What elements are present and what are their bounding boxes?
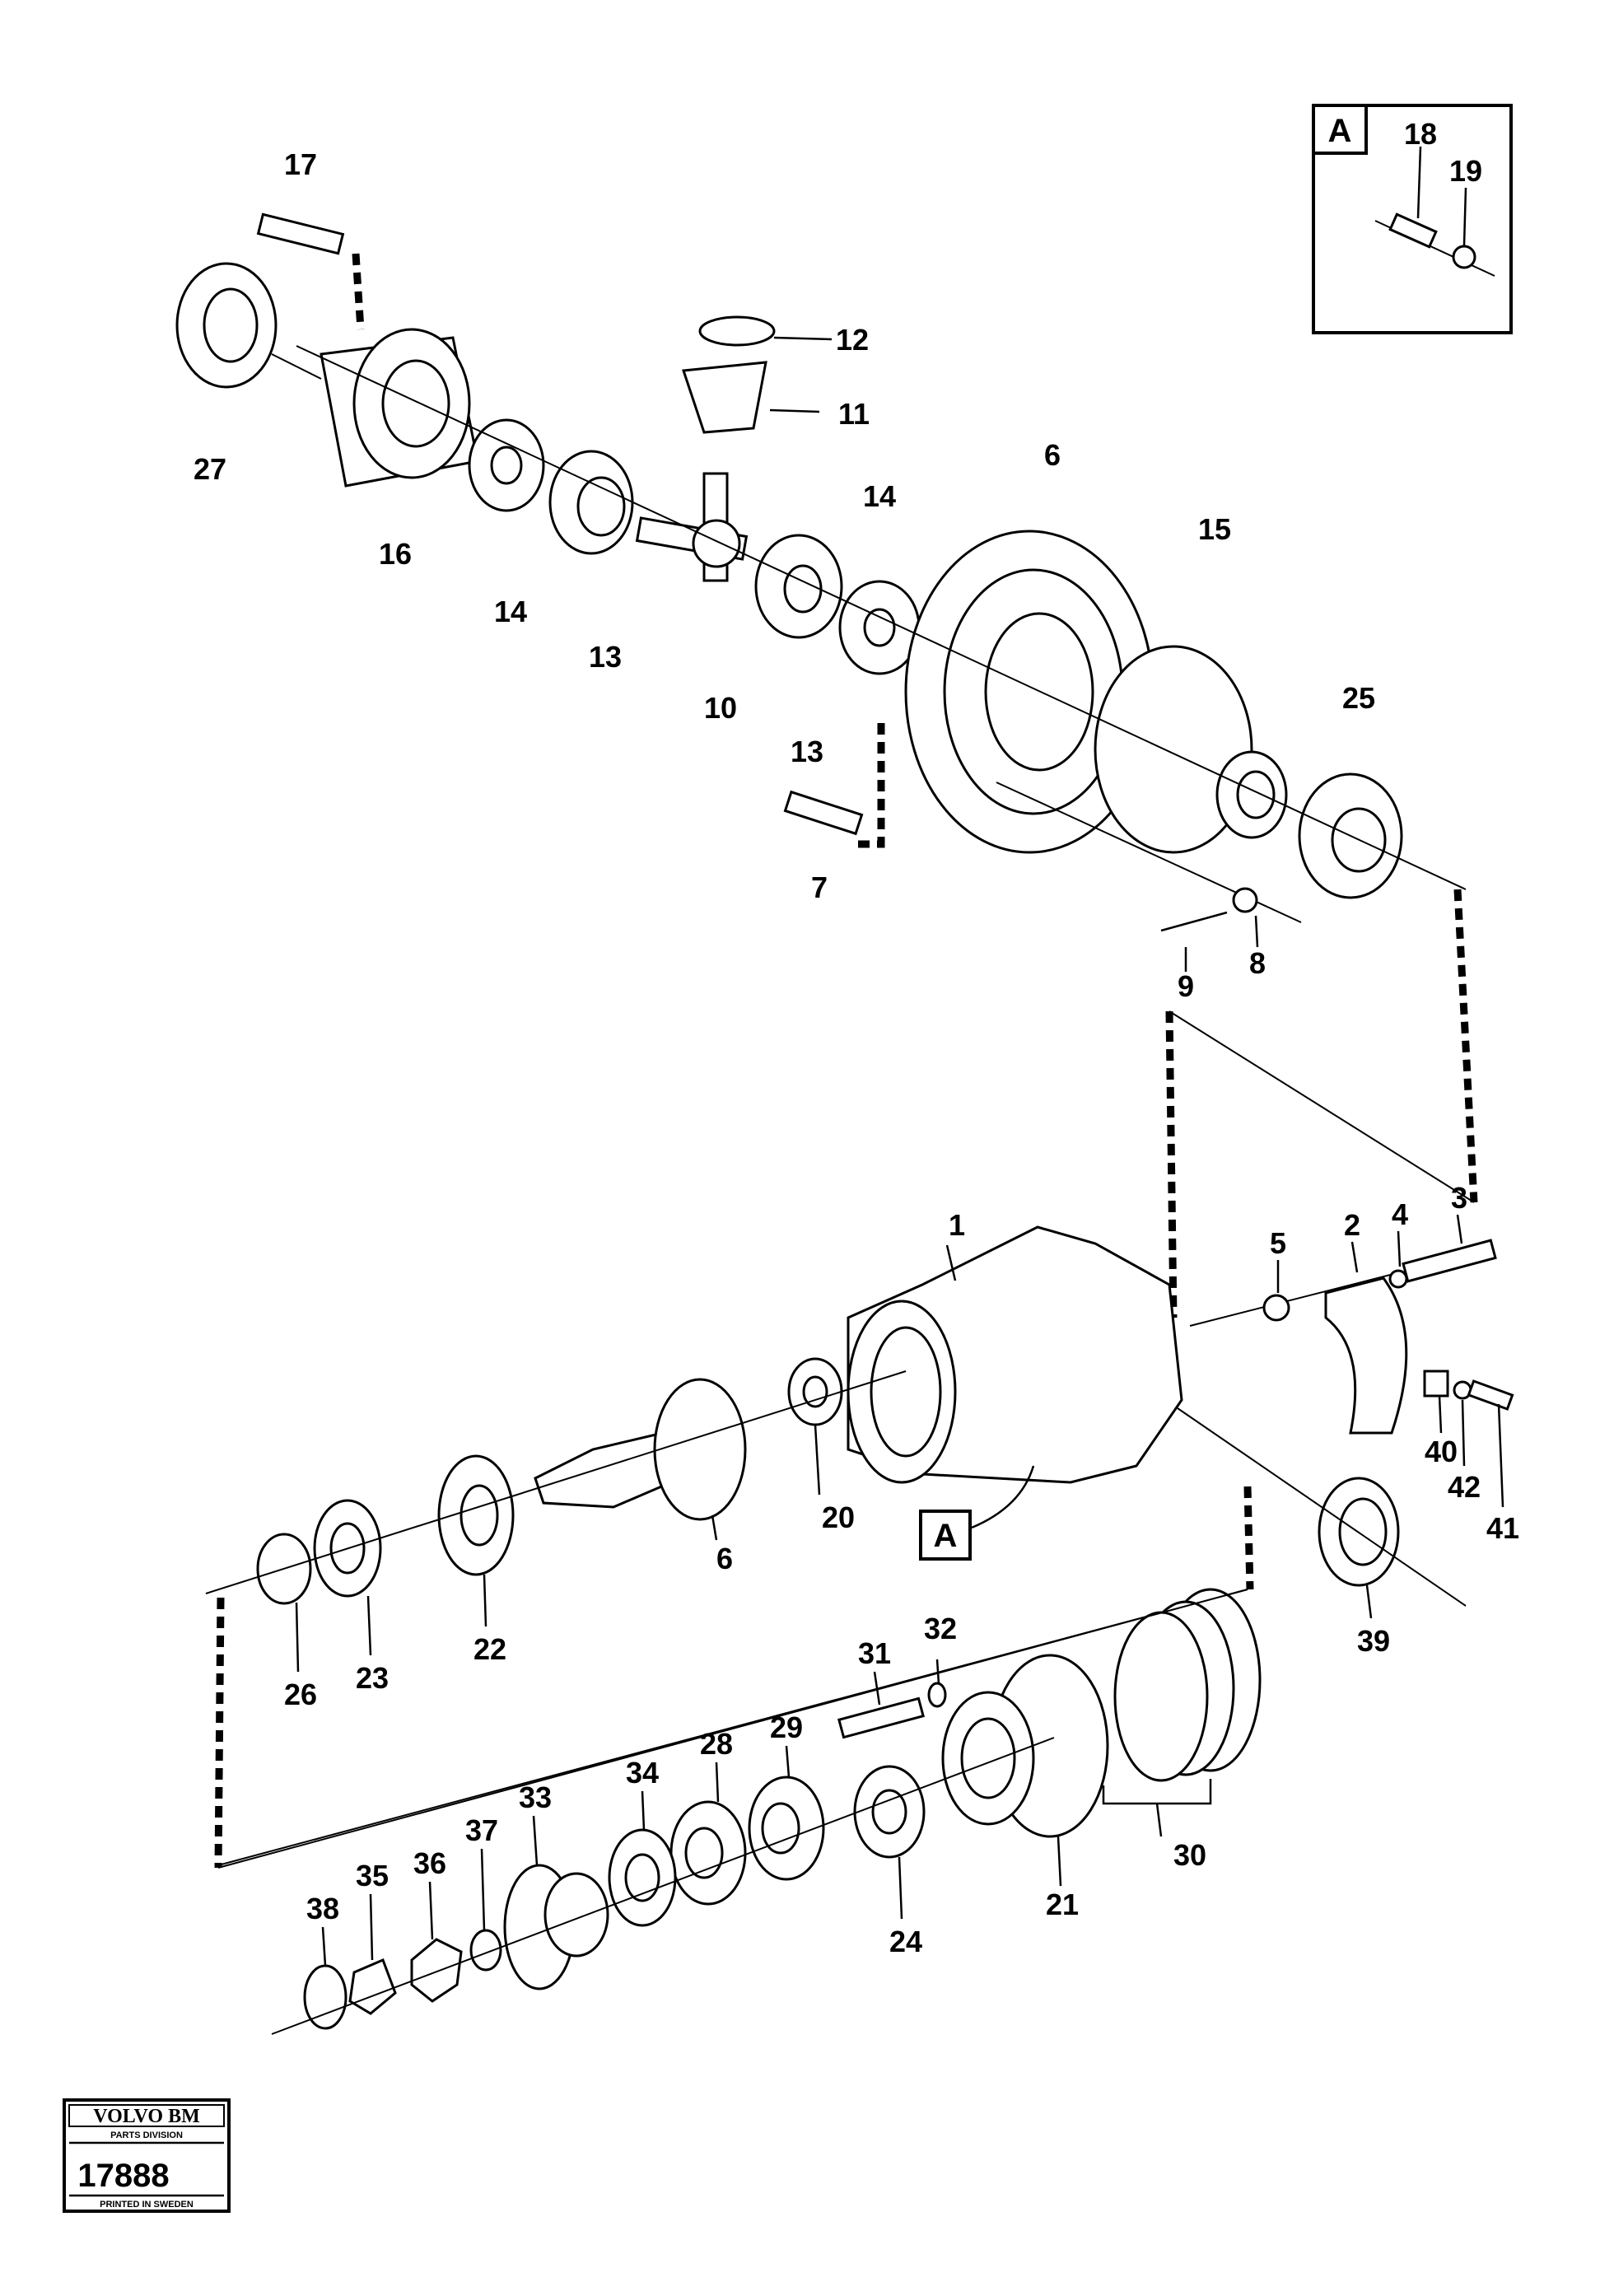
callout-26: 26 (284, 1678, 317, 1711)
callout-19: 19 (1449, 154, 1482, 188)
lock-plate-part-40 (1423, 1370, 1449, 1398)
callout-38: 38 (306, 1892, 339, 1925)
inset-letter: A (1328, 113, 1352, 149)
drive-pinion-part-6 (534, 1431, 673, 1509)
callout-3: 3 (1451, 1181, 1467, 1215)
callout-21: 21 (1046, 1888, 1079, 1921)
callout-27: 27 (194, 452, 226, 486)
callout-7: 7 (811, 870, 828, 904)
set-screw-part-18 (1388, 212, 1438, 249)
callout-34: 34 (626, 1756, 659, 1790)
stamp-number: 17888 (77, 2158, 169, 2194)
callout-24: 24 (889, 1925, 922, 1958)
callout-40: 40 (1425, 1435, 1458, 1468)
nut-part-19 (1452, 245, 1476, 269)
sleeve-part-5 (1262, 1294, 1290, 1322)
callout-20: 20 (822, 1500, 855, 1534)
callout-39: 39 (1357, 1624, 1390, 1658)
callout-31: 31 (858, 1636, 891, 1670)
callout-6-crown-wheel: 6 (1044, 438, 1061, 472)
callout-10: 10 (704, 691, 737, 725)
callout-18: 18 (1404, 117, 1437, 151)
callout-23: 23 (356, 1661, 389, 1695)
split-pin-part-9 (1160, 911, 1228, 932)
parts-division-stamp: VOLVO BM PARTS DIVISION 17888 PRINTED IN… (63, 2098, 231, 2213)
nut-part-8 (1232, 887, 1258, 913)
callout-14-right: 14 (863, 479, 896, 513)
detail-inset-a: A (1312, 104, 1513, 334)
callout-13-left: 13 (589, 640, 622, 674)
callout-8: 8 (1249, 946, 1266, 980)
pinion-flange-assembly (214, 1588, 1262, 2035)
callout-2: 2 (1344, 1208, 1360, 1242)
pinion-gear-part-11 (681, 361, 767, 434)
washer-part-4 (1388, 1269, 1408, 1289)
callout-14-left: 14 (494, 595, 527, 628)
callout-42: 42 (1448, 1470, 1481, 1504)
stamp-printed: PRINTED IN SWEDEN (100, 2200, 194, 2210)
housing-ref-letter: A (934, 1518, 958, 1554)
callout-35: 35 (356, 1859, 389, 1892)
callout-36: 36 (413, 1846, 446, 1880)
callout-13-right: 13 (791, 735, 823, 768)
stamp-brand: VOLVO BM (93, 2106, 200, 2127)
callout-11: 11 (838, 397, 870, 431)
callout-25: 25 (1342, 681, 1375, 715)
callout-16: 16 (379, 537, 412, 571)
lock-washer-part-35 (348, 1958, 397, 2015)
callout-4: 4 (1392, 1197, 1408, 1231)
bolt-part-3 (1402, 1239, 1497, 1283)
stamp-division: PARTS DIVISION (110, 2130, 183, 2140)
screw-part-41 (1467, 1379, 1514, 1411)
callout-labels: 1 2 3 4 5 6 6 7 8 9 10 11 12 13 13 14 14… (194, 117, 1519, 1958)
callout-5: 5 (1270, 1226, 1286, 1260)
callout-33: 33 (519, 1780, 552, 1814)
callout-6-pinion: 6 (716, 1542, 733, 1575)
bolt-part-31 (837, 1696, 925, 1739)
callout-32: 32 (924, 1612, 957, 1645)
callout-30: 30 (1173, 1838, 1206, 1872)
differential-housing-part-15 (1094, 645, 1253, 854)
callout-29: 29 (770, 1710, 803, 1744)
callout-15: 15 (1198, 512, 1231, 546)
callout-28: 28 (700, 1727, 733, 1761)
bolt-part-17 (256, 212, 345, 255)
washer-part-37 (469, 1929, 502, 1972)
callout-37: 37 (465, 1813, 498, 1847)
callout-12: 12 (836, 323, 869, 357)
bearing-cap-part-2 (1324, 1276, 1408, 1435)
callout-22: 22 (473, 1632, 506, 1666)
nut-part-36 (410, 1938, 463, 2003)
washer-part-12 (698, 315, 776, 347)
spider-part-10 (635, 472, 749, 582)
final-drive-housing-assembly: A (205, 1010, 1514, 1673)
bolt-part-7 (783, 790, 864, 836)
callout-1: 1 (949, 1208, 965, 1242)
differential-assembly (175, 212, 1478, 1203)
callout-9: 9 (1178, 969, 1194, 1003)
callout-41: 41 (1486, 1511, 1519, 1545)
washer-part-32 (927, 1682, 947, 1708)
callout-17: 17 (284, 147, 317, 181)
